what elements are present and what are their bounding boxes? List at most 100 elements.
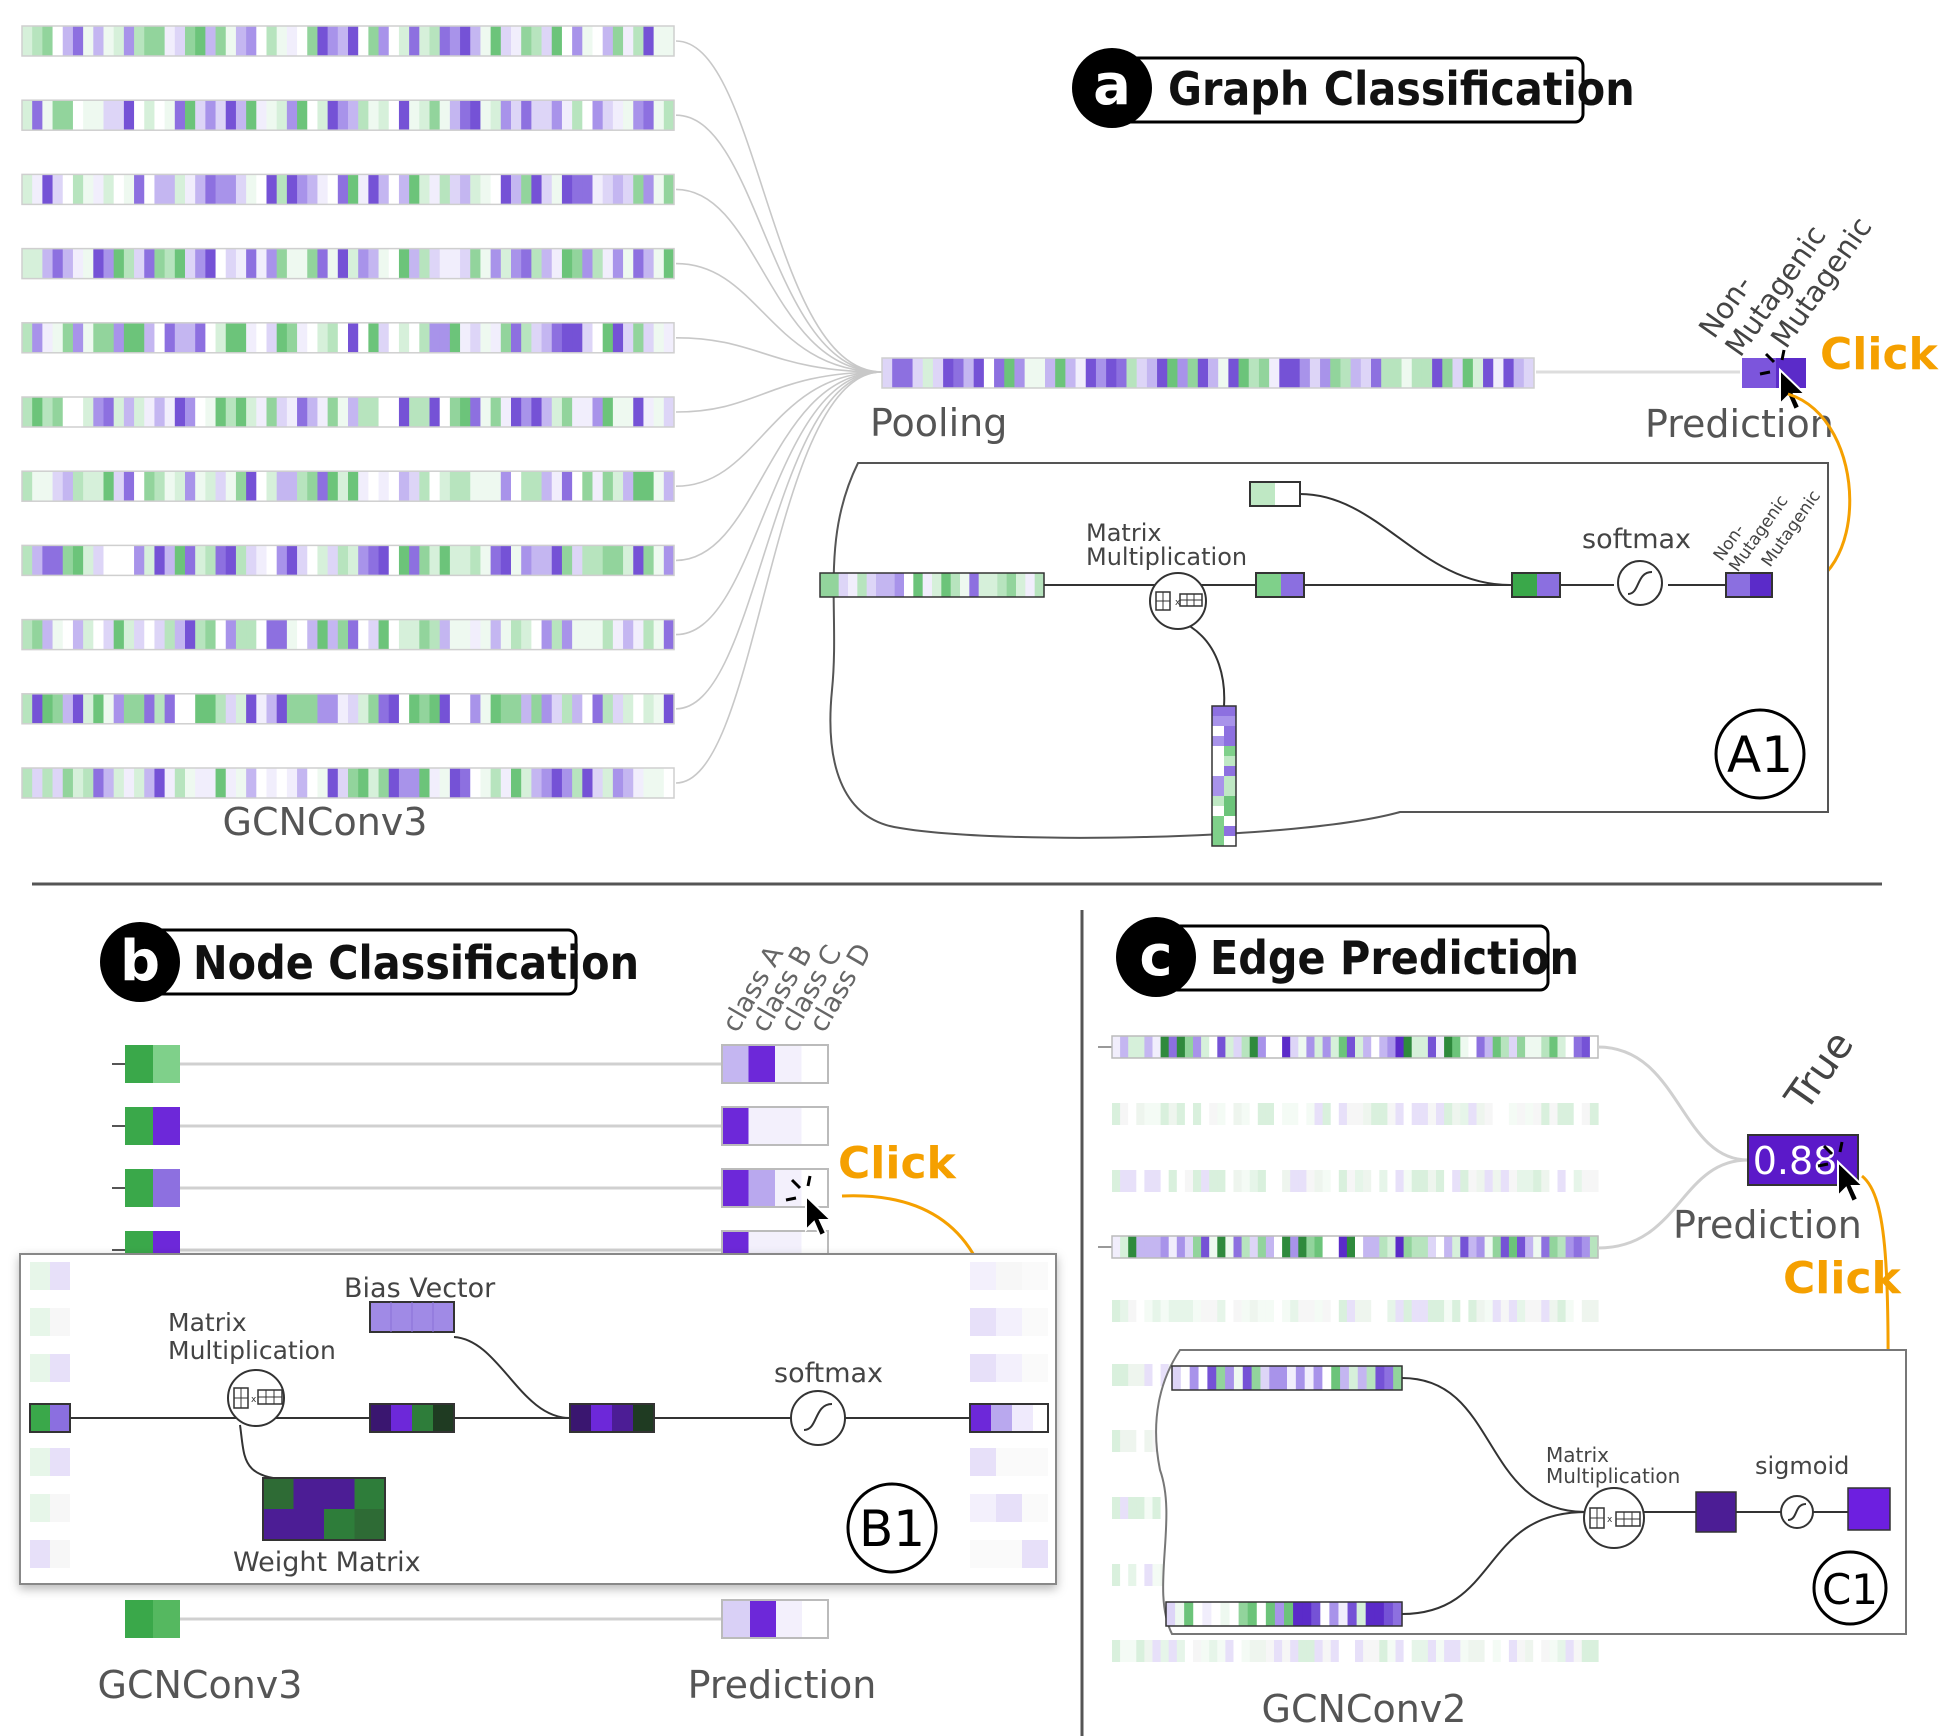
heat-cell — [368, 545, 380, 576]
weight-cell — [1212, 726, 1225, 737]
target-node-embedding-c1[interactable] — [1165, 1601, 1403, 1627]
heat-cell — [460, 100, 471, 131]
gcnconv2-row[interactable] — [1112, 1640, 1599, 1662]
heat-cell — [62, 322, 74, 353]
heat-cell — [1472, 358, 1484, 388]
heat-cell — [1217, 1170, 1226, 1192]
node-embedding-row[interactable] — [21, 618, 675, 651]
heat-cell — [1320, 358, 1331, 388]
matmul-result-b1[interactable] — [369, 1403, 455, 1433]
weight-cell — [1224, 836, 1237, 847]
heat-cell — [388, 619, 400, 650]
heat-cell — [521, 248, 532, 279]
node-row[interactable] — [112, 1106, 829, 1146]
heat-cell — [582, 768, 594, 798]
node-embedding-row[interactable] — [21, 99, 675, 131]
gcnconv2-row[interactable] — [1098, 1035, 1599, 1059]
graph-prediction-vector[interactable] — [1742, 358, 1806, 388]
heat-cell — [1112, 1300, 1121, 1322]
pooled-vector-detail[interactable] — [819, 572, 1045, 598]
node-embedding-row[interactable] — [21, 470, 675, 502]
heat-cell — [1065, 358, 1077, 388]
matmul-result-c1[interactable] — [1695, 1491, 1737, 1533]
matmul-result-a1[interactable] — [1255, 572, 1305, 598]
heat-cell — [820, 573, 830, 597]
svg-text:0.88: 0.88 — [1753, 1139, 1838, 1183]
node-embedding-row[interactable] — [21, 173, 675, 206]
heat-cell — [398, 693, 410, 724]
source-node-embedding-c1[interactable] — [1171, 1365, 1403, 1391]
heat-cell — [22, 26, 33, 56]
node-row-last[interactable] — [125, 1599, 829, 1639]
heat-cell — [185, 26, 196, 56]
heat-cell — [103, 619, 115, 650]
heat-cell — [1541, 1236, 1550, 1258]
node-embedding-row[interactable] — [21, 322, 675, 354]
heat-cell — [1095, 358, 1107, 388]
heat-cell — [235, 471, 247, 502]
heat-cell — [256, 248, 268, 279]
heat-cell — [144, 100, 156, 131]
edge-prediction-value[interactable]: 0.88 — [1747, 1134, 1859, 1186]
heat-cell — [1306, 1103, 1316, 1125]
heat-cell — [1177, 358, 1189, 388]
node-row[interactable] — [112, 1044, 829, 1084]
heat-cell — [52, 545, 64, 576]
weight-matrix-a1[interactable] — [1211, 705, 1237, 847]
heat-cell — [1549, 1170, 1559, 1192]
gcnconv2-row[interactable] — [1112, 1170, 1599, 1192]
heat-cell — [246, 397, 257, 427]
pooling-vector[interactable] — [881, 357, 1535, 389]
heat-cell — [551, 768, 563, 798]
node-embedding-row[interactable] — [21, 25, 675, 57]
node-embedding-row[interactable] — [21, 767, 675, 799]
heat-cell — [83, 322, 94, 353]
heat-cell — [327, 26, 339, 56]
gcnconv2-row[interactable] — [1098, 1235, 1599, 1259]
node-embedding-row[interactable] — [21, 693, 675, 725]
heat-cell — [602, 693, 614, 724]
heat-cell — [490, 322, 502, 353]
heat-cell — [1175, 1602, 1185, 1626]
heat-cell — [225, 471, 237, 502]
node-embedding-row[interactable] — [21, 544, 675, 577]
heat-cell — [1152, 1564, 1162, 1586]
bias-added-a1[interactable] — [1511, 572, 1561, 598]
prediction-detail-b1[interactable] — [969, 1403, 1049, 1433]
bias-added-b1[interactable] — [569, 1403, 655, 1433]
heat-cell — [246, 768, 257, 798]
heat-cell — [1565, 1640, 1575, 1662]
gcnconv2-row[interactable] — [1112, 1300, 1599, 1322]
heat-cell — [256, 768, 268, 798]
bias-vector-b1[interactable] — [369, 1301, 455, 1333]
heat-cell — [235, 693, 247, 724]
heat-cell — [348, 471, 359, 502]
weight-matrix-b1[interactable] — [262, 1477, 386, 1541]
input-embedding-b1[interactable] — [29, 1403, 71, 1433]
heat-cell — [1338, 1103, 1348, 1125]
node-embedding-row[interactable] — [21, 247, 675, 280]
heat-cell — [932, 573, 942, 597]
heat-cell — [829, 573, 840, 597]
heat-cell — [1136, 1170, 1145, 1192]
sigmoid-icon — [1780, 1495, 1814, 1529]
heat-cell — [62, 768, 74, 798]
node-embedding-row[interactable] — [21, 396, 675, 428]
prediction-detail-c1[interactable] — [1847, 1487, 1891, 1531]
gcnconv2-row[interactable] — [1112, 1103, 1599, 1125]
heat-cell — [439, 322, 451, 353]
heat-cell — [1126, 358, 1138, 388]
heat-cell — [235, 26, 247, 56]
heat-cell — [1589, 1300, 1599, 1322]
bias-vector-a1[interactable] — [1249, 481, 1301, 507]
heat-cell — [1581, 1300, 1591, 1322]
heat-cell — [643, 100, 655, 131]
heat-cell — [521, 174, 532, 205]
heat-cell — [164, 471, 176, 502]
node-row[interactable] — [112, 1168, 829, 1208]
heat-cell — [1338, 1170, 1348, 1192]
heat-cell — [1581, 1036, 1591, 1058]
prediction-detail-a1[interactable] — [1725, 572, 1773, 598]
heat-cell — [480, 397, 492, 427]
heat-cell — [1120, 1430, 1129, 1452]
